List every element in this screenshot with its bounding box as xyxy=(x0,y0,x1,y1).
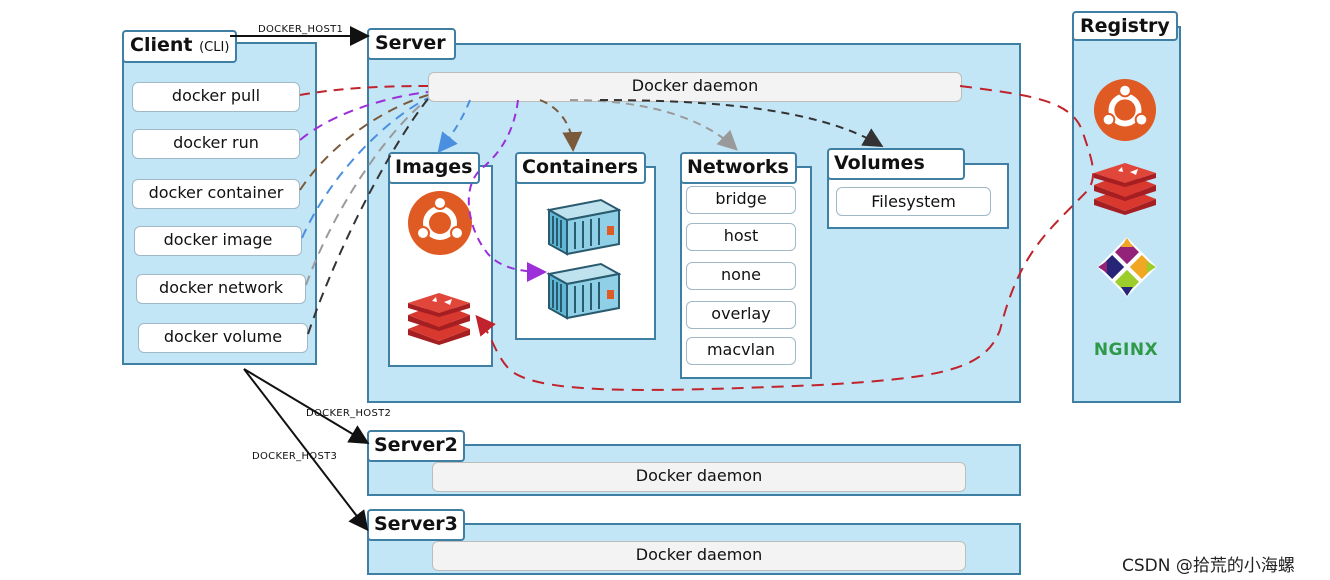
client-subtitle: (CLI) xyxy=(199,40,230,55)
networks-list: bridge host none overlay macvlan xyxy=(680,166,808,375)
centos-icon xyxy=(1097,237,1157,297)
network-none[interactable]: none xyxy=(686,262,796,290)
docker-host3-arrow xyxy=(243,368,369,532)
server2-daemon: Docker daemon xyxy=(432,462,966,492)
docker-host1-label: DOCKER_HOST1 xyxy=(258,24,344,35)
cmd-docker-network[interactable]: docker network xyxy=(136,274,306,304)
docker-host3-label: DOCKER_HOST3 xyxy=(252,451,338,462)
cmd-docker-volume[interactable]: docker volume xyxy=(138,323,308,353)
volume-filesystem[interactable]: Filesystem xyxy=(836,187,991,216)
watermark: CSDN @拾荒的小海螺 xyxy=(1122,556,1295,576)
cmd-docker-container[interactable]: docker container xyxy=(132,179,300,209)
redis-icon xyxy=(1092,163,1158,215)
client-title-text: Client xyxy=(130,34,193,56)
network-overlay[interactable]: overlay xyxy=(686,301,796,329)
ubuntu-icon xyxy=(407,190,473,256)
container-icon xyxy=(545,196,622,258)
nginx-logo: NGINX xyxy=(1093,340,1159,360)
redis-icon xyxy=(406,293,472,345)
containers-title: Containers xyxy=(515,152,647,184)
cmd-docker-pull[interactable]: docker pull xyxy=(132,82,300,112)
cmd-docker-run[interactable]: docker run xyxy=(132,129,300,159)
network-host[interactable]: host xyxy=(686,223,796,251)
docker-host2-arrow xyxy=(243,368,370,445)
ubuntu-icon xyxy=(1093,78,1157,142)
server-daemon: Docker daemon xyxy=(428,72,962,102)
docker-host2-label: DOCKER_HOST2 xyxy=(306,408,392,419)
server3-daemon: Docker daemon xyxy=(432,541,966,571)
network-macvlan[interactable]: macvlan xyxy=(686,337,796,365)
client-title: Client (CLI) xyxy=(122,30,238,63)
network-bridge[interactable]: bridge xyxy=(686,186,796,214)
images-title: Images xyxy=(388,152,481,184)
cmd-docker-image[interactable]: docker image xyxy=(134,226,302,256)
server3-title: Server3 xyxy=(367,509,465,541)
server-title: Server xyxy=(367,28,456,60)
container-icon xyxy=(545,260,622,322)
server2-title: Server2 xyxy=(367,430,465,462)
registry-title: Registry xyxy=(1072,11,1178,41)
volumes-title: Volumes xyxy=(827,148,965,180)
